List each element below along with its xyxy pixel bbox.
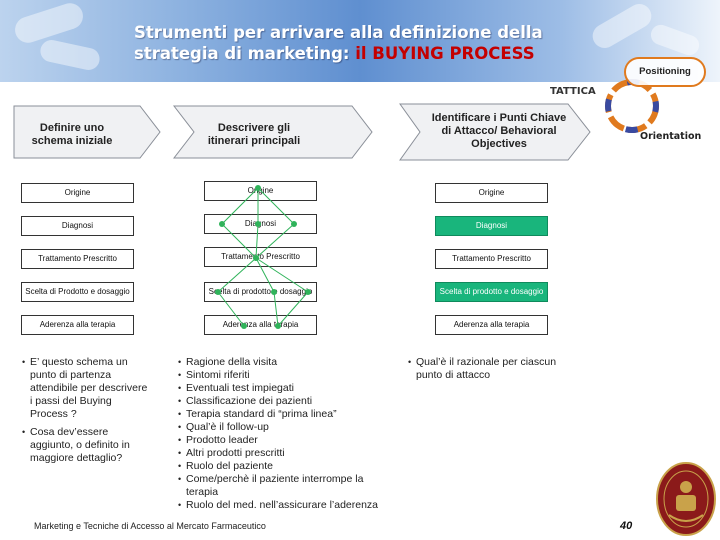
step-aderenza: Aderenza alla terapia <box>21 315 134 335</box>
list-item: Prodotto leader <box>178 434 394 447</box>
orientation-label: Orientation <box>640 131 702 142</box>
list-item: Sintomi riferiti <box>178 369 394 382</box>
step-trattamento: Trattamento Prescritto <box>21 249 134 269</box>
title-line-1: Strumenti per arrivare alla definizione … <box>134 23 543 42</box>
step-aderenza: Aderenza alla terapia <box>435 315 548 335</box>
list-item: Qual’è il razionale per ciascun punto di… <box>408 356 578 382</box>
title-prefix: strategia di marketing: <box>134 44 356 63</box>
itinerary-paths <box>215 185 311 329</box>
step-diagnosi: Diagnosi <box>21 216 134 236</box>
title-line-2: strategia di marketing: il BUYING PROCES… <box>134 43 604 64</box>
list-item: Ragione della visita <box>178 356 394 369</box>
arrow-label-2: Descrivere gli itinerari principali <box>207 122 301 147</box>
step-scelta: Scelta di prodotto e dosaggio <box>204 282 317 302</box>
step-diagnosi-highlighted: Diagnosi <box>435 216 548 236</box>
list-item: Ruolo del med. nell’assicurare l’aderenz… <box>178 499 394 512</box>
bullet-list-col2: Ragione della visita Sintomi riferiti Ev… <box>178 356 394 512</box>
footer-text: Marketing e Tecniche di Accesso al Merca… <box>34 521 266 531</box>
arrow-shape-2 <box>172 105 373 159</box>
list-item: Ruolo del paziente <box>178 460 394 473</box>
step-scelta: Scelta di Prodotto e dosaggio <box>21 282 134 302</box>
arrow-shape-1 <box>13 105 161 159</box>
list-item: Cosa dev’essere aggiunto, o definito in … <box>22 426 150 465</box>
list-item: Terapia standard di “prima linea” <box>178 408 394 421</box>
step-scelta-highlighted: Scelta di prodotto e dosaggio <box>435 282 548 302</box>
arrow-label-1: Definire uno schema iniziale <box>31 122 113 147</box>
step-trattamento: Trattamento Prescritto <box>435 249 548 269</box>
step-aderenza: Aderenza alla terapia <box>204 315 317 335</box>
tattica-label: TATTICA <box>550 86 596 97</box>
list-item: Classificazione dei pazienti <box>178 395 394 408</box>
step-origine: Origine <box>435 183 548 203</box>
process-arrows <box>13 103 591 161</box>
list-item: Altri prodotti prescritti <box>178 447 394 460</box>
positioning-badge: Positioning <box>624 57 706 87</box>
page-title: Strumenti per arrivare alla definizione … <box>134 22 604 64</box>
page-number: 40 <box>620 520 633 532</box>
list-item: E’ questo schema un punto di partenza at… <box>22 356 150 421</box>
title-highlight: il BUYING PROCESS <box>355 44 535 63</box>
header-banner: Strumenti per arrivare alla definizione … <box>0 0 720 82</box>
arrow-label-3: Identificare i Punti Chiave di Attacco/ … <box>431 112 567 150</box>
bullet-list-col1: E’ questo schema un punto di partenza at… <box>22 356 150 465</box>
step-origine: Origine <box>21 183 134 203</box>
arrow-shape-3 <box>399 103 591 161</box>
list-item: Come/perchè il paziente interrompe la te… <box>178 473 394 499</box>
list-item: Eventuali test impiegati <box>178 382 394 395</box>
pill-decoration <box>648 22 702 58</box>
pill-decoration <box>38 38 102 72</box>
university-seal-icon <box>656 462 716 536</box>
list-item: Qual’è il follow-up <box>178 421 394 434</box>
bullet-list-col3: Qual’è il razionale per ciascun punto di… <box>408 356 578 382</box>
